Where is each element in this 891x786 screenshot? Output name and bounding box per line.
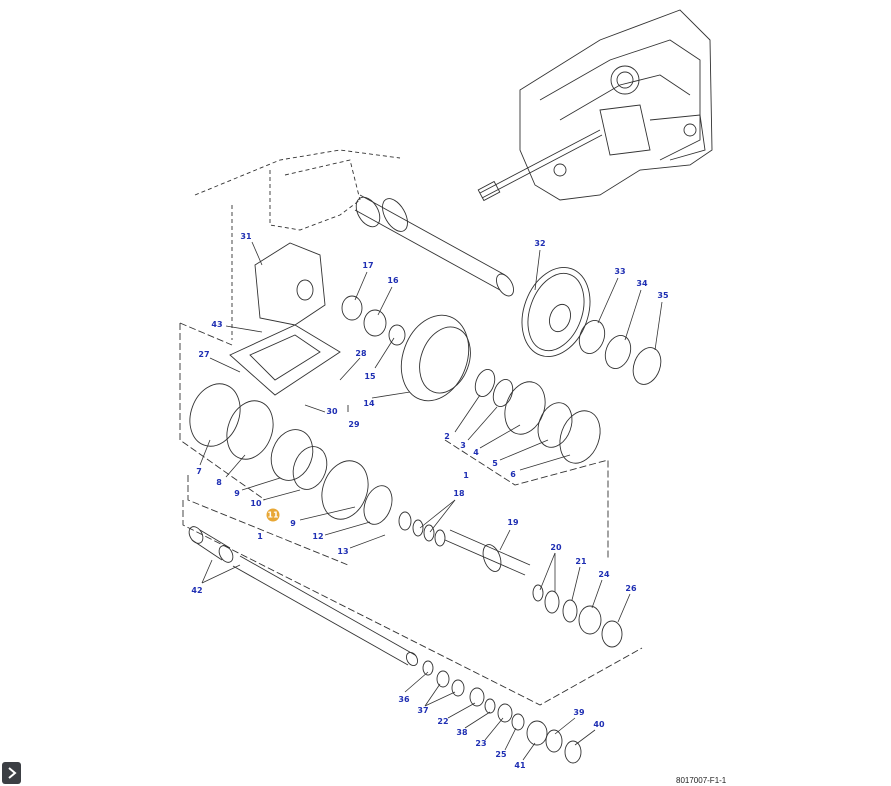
- callout-28[interactable]: 28: [355, 349, 367, 358]
- callout-24[interactable]: 24: [598, 570, 610, 579]
- callout-21[interactable]: 21: [575, 557, 587, 566]
- callout-23[interactable]: 23: [475, 739, 487, 748]
- callout-33[interactable]: 33: [614, 267, 626, 276]
- callout-40[interactable]: 40: [593, 720, 605, 729]
- callout-8[interactable]: 8: [216, 478, 222, 487]
- callout-30[interactable]: 30: [326, 407, 338, 416]
- callout-43[interactable]: 43: [211, 320, 223, 329]
- callout-4[interactable]: 4: [473, 448, 479, 457]
- callout-11[interactable]: 11: [266, 508, 280, 522]
- callout-37[interactable]: 37: [417, 706, 429, 715]
- callout-25[interactable]: 25: [495, 750, 507, 759]
- callout-16[interactable]: 16: [387, 276, 399, 285]
- callout-20[interactable]: 20: [550, 543, 562, 552]
- callout-19[interactable]: 19: [507, 518, 519, 527]
- callout-15[interactable]: 15: [364, 372, 376, 381]
- chevron-right-icon: [7, 767, 17, 779]
- callout-39[interactable]: 39: [573, 708, 585, 717]
- callout-29[interactable]: 29: [348, 420, 360, 429]
- callout-7[interactable]: 7: [196, 467, 202, 476]
- callout-36[interactable]: 36: [398, 695, 410, 704]
- callout-3[interactable]: 3: [460, 441, 466, 450]
- callout-18[interactable]: 18: [453, 489, 465, 498]
- transmission-assembly-thumbnail: [477, 9, 713, 202]
- callout-26[interactable]: 26: [625, 584, 637, 593]
- figure-id: 8017007-F1-1: [676, 776, 727, 785]
- callout-13[interactable]: 13: [337, 547, 349, 556]
- callout-1-lower[interactable]: 1: [257, 532, 263, 541]
- callout-38[interactable]: 38: [456, 728, 468, 737]
- expand-panel-button[interactable]: [2, 762, 21, 784]
- callout-41[interactable]: 41: [514, 761, 526, 770]
- callout-31[interactable]: 31: [240, 232, 252, 241]
- callout-2[interactable]: 2: [444, 432, 450, 441]
- callout-10[interactable]: 10: [250, 499, 262, 508]
- callout-6[interactable]: 6: [510, 470, 516, 479]
- callout-34[interactable]: 34: [636, 279, 648, 288]
- callout-14[interactable]: 14: [363, 399, 375, 408]
- callout-5[interactable]: 5: [492, 459, 498, 468]
- callout-9-lower[interactable]: 9: [290, 519, 296, 528]
- callout-12[interactable]: 12: [312, 532, 324, 541]
- callout-42[interactable]: 42: [191, 586, 203, 595]
- callout-35[interactable]: 35: [657, 291, 669, 300]
- callout-1[interactable]: 1: [463, 471, 469, 480]
- callout-27[interactable]: 27: [198, 350, 210, 359]
- callout-32[interactable]: 32: [534, 239, 546, 248]
- callout-22[interactable]: 22: [437, 717, 449, 726]
- callout-17[interactable]: 17: [362, 261, 374, 270]
- housing-outline: [194, 149, 401, 340]
- callout-9[interactable]: 9: [234, 489, 240, 498]
